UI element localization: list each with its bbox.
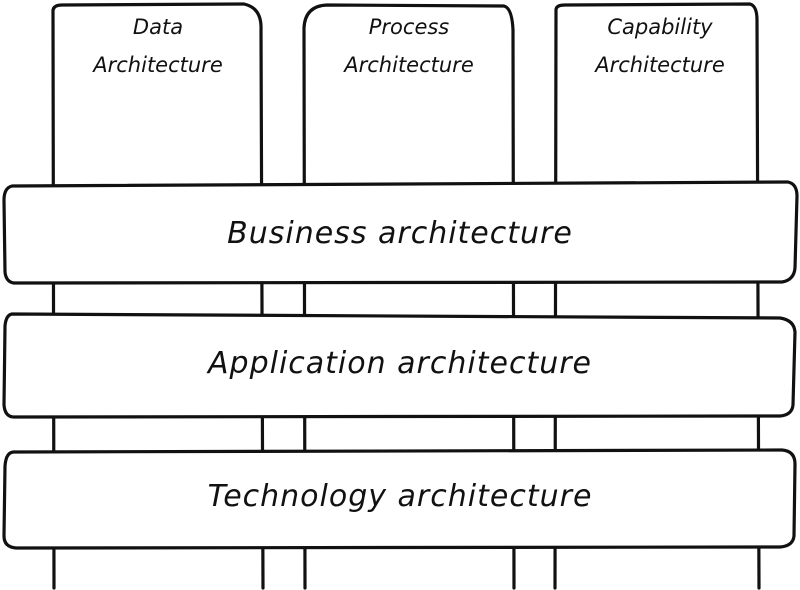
column-label-process-line1: Process (368, 15, 450, 39)
column-label-capability-line2: Architecture (595, 53, 725, 77)
column-label-process: Process Architecture (309, 8, 509, 84)
layer-application-architecture (2, 312, 797, 419)
column-label-data-line1: Data (132, 15, 184, 39)
layer-label-technology: Technology architecture (207, 479, 593, 514)
column-label-data-line2: Architecture (93, 53, 223, 77)
column-label-capability: Capability Architecture (560, 8, 760, 84)
layer-label-business: Business architecture (227, 216, 573, 251)
layer-label-application: Application architecture (208, 346, 592, 381)
column-capability-architecture (553, 2, 761, 590)
column-label-data: Data Architecture (58, 8, 258, 84)
column-label-capability-line1: Capability (607, 15, 713, 39)
layer-business-architecture (2, 180, 799, 285)
layer-technology-architecture (2, 448, 797, 550)
column-data-architecture (51, 2, 265, 590)
column-process-architecture (302, 3, 516, 590)
column-label-process-line2: Architecture (344, 53, 474, 77)
